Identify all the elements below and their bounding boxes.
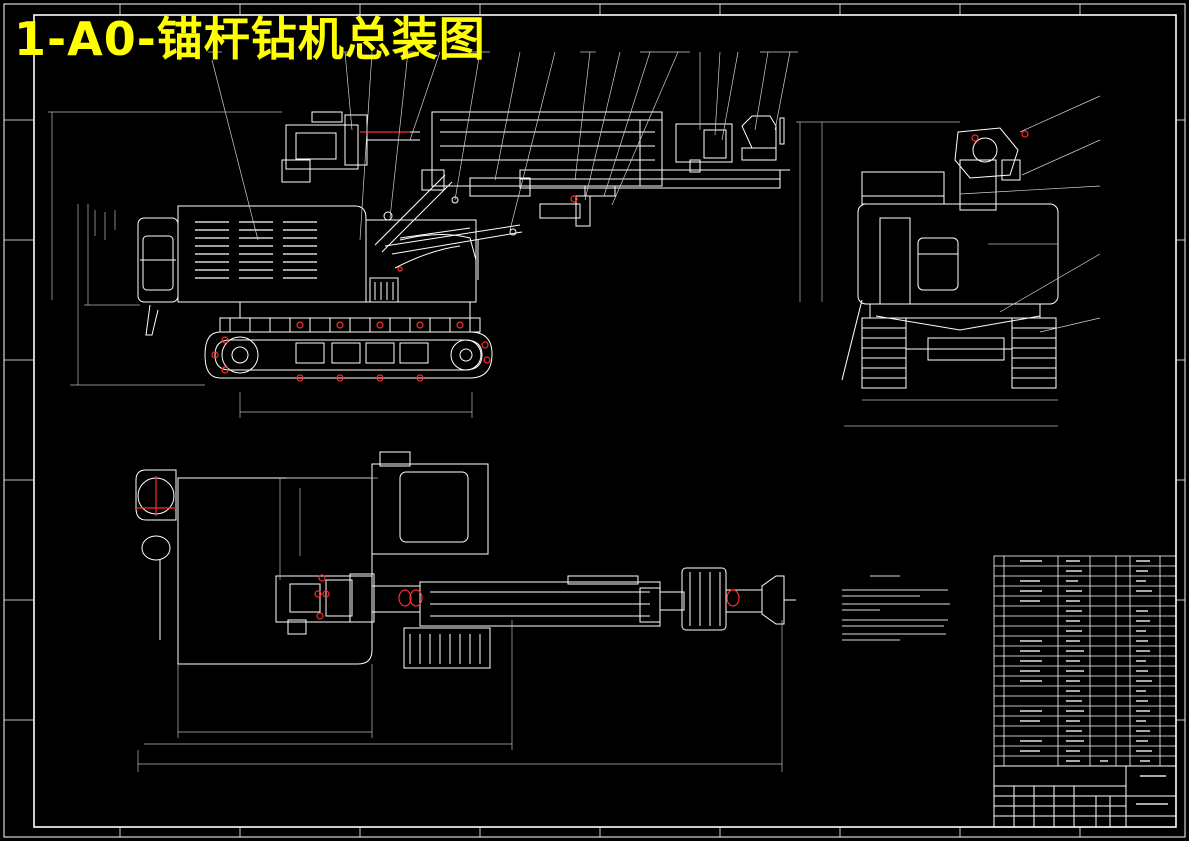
zone-ticks	[4, 4, 1185, 837]
technical-notes-block	[842, 575, 950, 641]
drawing-title: 1-A0-锚杆钻机总装图	[14, 12, 486, 66]
plan-view	[135, 451, 796, 772]
parts-list-table	[993, 555, 1177, 767]
front-elevation-view	[48, 111, 790, 418]
front-view-markers	[211, 131, 578, 382]
plan-view-markers	[136, 476, 740, 620]
parts-list-entries	[1020, 560, 1152, 762]
title-block	[993, 765, 1177, 828]
sheet-border	[3, 3, 1186, 838]
vent-grille	[195, 221, 317, 279]
balloon-leaders-front	[208, 51, 798, 241]
end-view	[796, 121, 1059, 427]
end-view-markers	[971, 130, 1029, 142]
end-view-leaders	[959, 95, 1101, 333]
